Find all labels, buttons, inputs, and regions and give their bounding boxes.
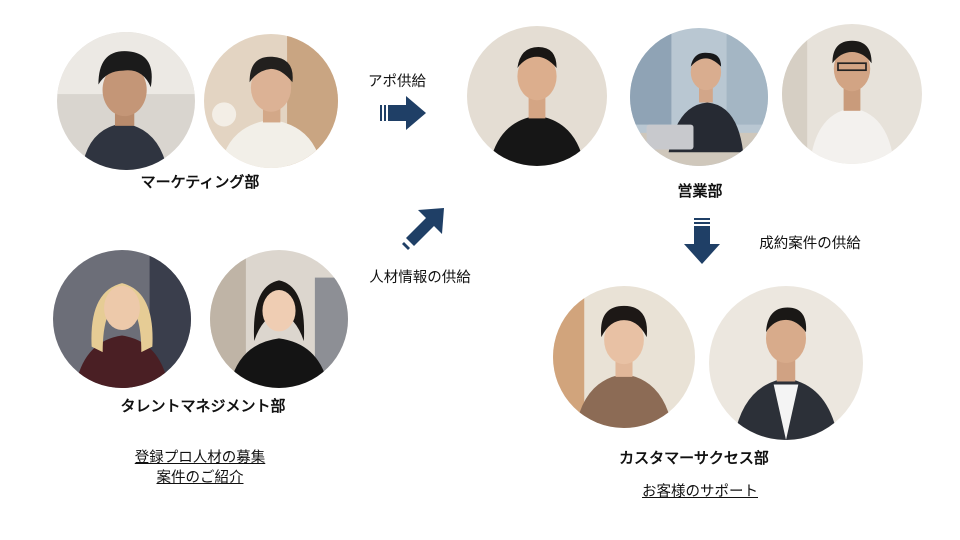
sales-team-label: 営業部 [677,182,723,200]
arrow-down-icon [684,218,720,264]
sales-member-2-photo [630,28,768,166]
talent-member-2-photo [210,250,348,388]
talent-team-label: タレントマネジメント部 [120,397,286,415]
marketing-member-1-photo [57,32,195,170]
arrow-right-icon [380,96,426,130]
talent-info-supply-label: 人材情報の供給 [369,270,471,286]
sales-member-3-photo [782,24,922,164]
arrow-diagonal-up-right-icon [402,208,444,250]
appointment-supply-label: アポ供給 [368,74,426,90]
talent-duties-link[interactable]: 登録プロ人材の募集 案件のご紹介 [135,448,266,488]
talent-duty-recruit[interactable]: 登録プロ人材の募集 [134,450,266,466]
cs-team-label: カスタマーサクセス部 [619,449,769,467]
sales-member-1-photo [467,26,607,166]
cs-member-2-photo [709,286,863,440]
contracts-supply-label: 成約案件の供給 [759,236,861,252]
marketing-team-label: マーケティング部 [140,173,260,191]
marketing-member-2-photo [204,34,338,168]
talent-member-1-photo [53,250,191,388]
talent-duty-introduce[interactable]: 案件のご紹介 [156,470,244,486]
cs-duty-support[interactable]: お客様のサポート [642,484,758,500]
cs-member-1-photo [553,286,695,428]
